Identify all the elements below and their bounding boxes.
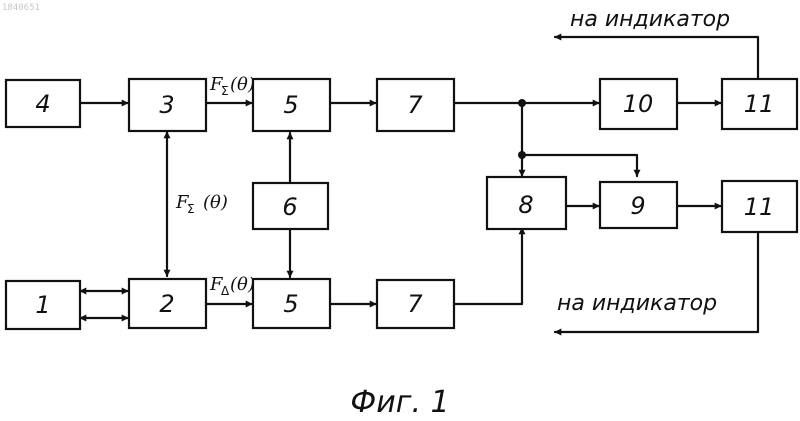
arrow-junction-to-9	[522, 155, 637, 176]
arrow-7-to-8	[454, 228, 522, 304]
block-6: 6	[253, 183, 328, 229]
block-7-bottom: 7	[377, 280, 454, 328]
block-3: 3	[129, 79, 206, 131]
block-9: 9	[600, 182, 677, 228]
block-11-bottom-label: 11	[744, 193, 775, 221]
block-7-bottom-label: 7	[407, 290, 423, 318]
block-11-top: 11	[722, 79, 797, 129]
block-6-label: 6	[282, 193, 297, 221]
block-1-label: 1	[35, 291, 50, 319]
signal-f-delta: F Δ (θ)	[209, 274, 255, 298]
block-5-top: 5	[253, 79, 330, 131]
block-5-bottom: 5	[253, 279, 330, 328]
block-9-label: 9	[630, 192, 645, 220]
block-3-label: 3	[159, 91, 174, 119]
block-11-bottom: 11	[722, 181, 797, 232]
block-8-label: 8	[518, 191, 533, 219]
arrow-to-indicator-bottom	[555, 232, 758, 332]
indicator-label-top: на индикатор	[570, 7, 730, 32]
block-5-bottom-label: 5	[283, 290, 298, 318]
block-4-label: 4	[35, 90, 50, 118]
block-10: 10	[600, 79, 677, 129]
signal-f-sum-top-arg: (θ)	[230, 74, 255, 95]
signal-f-sum-top-sub: Σ	[221, 84, 229, 98]
document-number: 1840651	[2, 3, 40, 13]
signal-f-sum-mid-arg: (θ)	[203, 192, 228, 213]
block-7-top-label: 7	[407, 91, 423, 119]
block-5-top-label: 5	[283, 91, 298, 119]
block-2: 2	[129, 279, 206, 328]
block-7-top: 7	[377, 79, 454, 131]
block-8: 8	[487, 177, 566, 229]
signal-f-delta-arg: (θ)	[230, 274, 255, 295]
block-2-label: 2	[159, 290, 174, 318]
block-10-label: 10	[623, 90, 654, 118]
signal-f-sum-top: F Σ (θ)	[209, 74, 255, 98]
block-1: 1	[6, 281, 80, 329]
block-11-top-label: 11	[744, 90, 775, 118]
block-4: 4	[6, 80, 80, 127]
figure-caption: Фиг. 1	[350, 385, 449, 420]
arrow-to-indicator-top	[555, 37, 758, 78]
indicator-label-bottom: на индикатор	[557, 291, 717, 316]
signal-f-sum-mid-sub: Σ	[187, 202, 195, 216]
signal-f-delta-sub: Δ	[221, 284, 230, 298]
signal-f-sum-mid: F Σ (θ)	[175, 192, 228, 216]
